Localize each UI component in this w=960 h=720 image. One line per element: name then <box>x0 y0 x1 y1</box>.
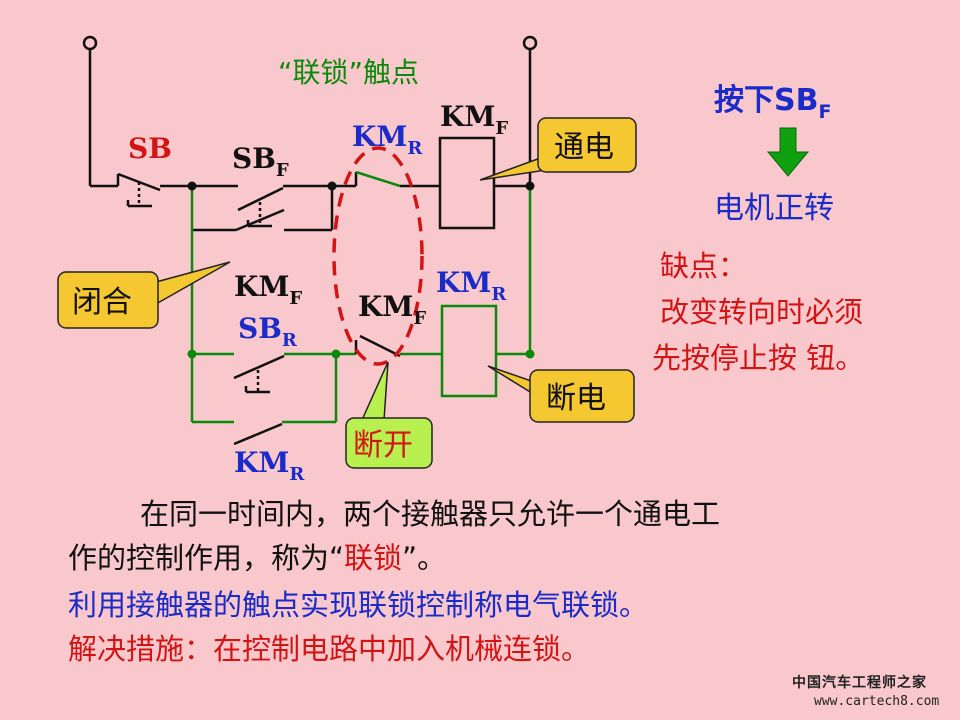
solution-line: 解决措施：在控制电路中加入机械连锁。 <box>68 632 591 666</box>
press-sbf-text: 按下SBF <box>714 83 831 123</box>
para1-line2-b: ”。 <box>402 541 447 575</box>
electrical-interlock-line: 利用接触器的触点实现联锁控制称电气联锁。 <box>68 588 649 622</box>
watermark-title: 中国汽车工程师之家 <box>792 675 927 691</box>
junction-dots <box>187 181 535 359</box>
label-sb: SB <box>128 132 172 165</box>
kmr-holding-contact-icon <box>233 422 283 446</box>
label-kmf-interlock: KMF <box>358 290 426 329</box>
label-kmf-hold: KMF <box>234 270 302 309</box>
callout-energized: 通电 <box>479 117 637 181</box>
sb-stop-button-icon <box>116 172 161 208</box>
left-terminal-icon <box>82 35 98 51</box>
drawback-line1: 改变转向时必须 <box>660 295 863 329</box>
label-kmr-hold: KMR <box>234 446 305 485</box>
watermark-url: www.cartech8.com <box>814 694 940 709</box>
label-kmr-coil: KMR <box>436 266 507 305</box>
svg-text:断开: 断开 <box>353 428 413 463</box>
sbf-start-button-icon <box>237 186 284 228</box>
label-kmr-top: KMR <box>352 120 423 159</box>
drawback-title: 缺点： <box>660 249 747 283</box>
kmf-coil <box>438 136 496 230</box>
kmr-coil <box>440 304 498 398</box>
sbr-reverse-button-icon <box>233 354 285 394</box>
svg-text:断电: 断电 <box>546 381 606 416</box>
interlock-highlight-ellipse <box>332 146 424 366</box>
para1-line2-highlight: 联锁 <box>344 541 403 575</box>
forward-branch-wiring <box>82 35 538 232</box>
right-terminal-icon <box>522 35 538 51</box>
para1-line1: 在同一时间内，两个接触器只允许一个通电工 <box>140 497 721 531</box>
label-sbr: SBR <box>238 312 298 351</box>
diagram-title: “联锁”触点 <box>278 56 419 89</box>
down-arrow-icon <box>766 127 810 177</box>
kmf-interlock-contact-icon <box>354 334 401 358</box>
svg-text:闭合: 闭合 <box>72 285 132 320</box>
kmf-holding-contact-icon <box>192 208 285 232</box>
svg-text:通电: 通电 <box>554 130 614 165</box>
label-kmf-coil: KMF <box>440 100 508 139</box>
drawback-line2: 先按停止按 钮。 <box>652 341 864 375</box>
callout-closed: 闭合 <box>57 261 231 329</box>
label-sbf: SBF <box>232 142 289 181</box>
reverse-branch-wiring <box>190 170 532 424</box>
para1-line2-a: 作的控制作用，称为“ <box>68 541 345 575</box>
interlock-definition-paragraph: 在同一时间内，两个接触器只允许一个通电工 作的控制作用，称为“联锁”。 <box>68 492 720 580</box>
callout-open: 断开 <box>345 361 433 469</box>
callout-de-energized: 断电 <box>487 365 635 423</box>
motor-forward-text: 电机正转 <box>714 191 834 226</box>
